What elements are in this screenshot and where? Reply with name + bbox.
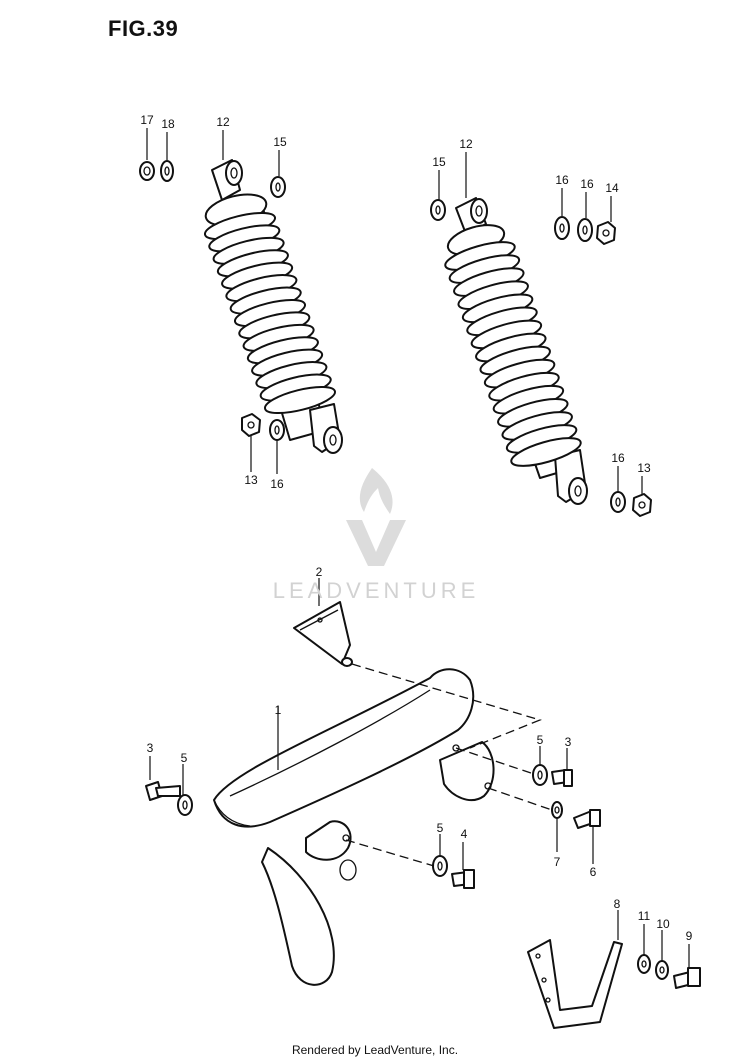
callout-10: 10 [656, 917, 670, 931]
washer-16-left[interactable] [269, 419, 285, 441]
bolt-3-left[interactable] [145, 781, 181, 801]
callout-9: 9 [686, 929, 693, 943]
callout-8: 8 [614, 897, 621, 911]
spring-coil [510, 437, 582, 467]
washer-18[interactable] [160, 160, 174, 182]
callout-12-left: 12 [216, 115, 230, 129]
callout-15-left: 15 [273, 135, 287, 149]
strap-8[interactable] [527, 939, 623, 1029]
leader-lines [146, 128, 690, 968]
washer-11[interactable] [637, 954, 651, 974]
callout-7: 7 [554, 855, 561, 869]
callout-6: 6 [590, 865, 597, 879]
washer-5-upper-right[interactable] [532, 764, 548, 786]
callout-3-right: 3 [565, 735, 572, 749]
watermark-text: LEADVENTURE [272, 578, 480, 603]
callout-1: 1 [275, 703, 282, 717]
bolt-9[interactable] [673, 967, 701, 989]
washer-15-left[interactable] [270, 176, 286, 198]
washer-5-lower[interactable] [432, 855, 448, 877]
callout-16-c: 16 [611, 451, 625, 465]
shock-spring-coils-left [203, 211, 337, 415]
figure-title: FIG.39 [108, 16, 179, 41]
washer-5-left[interactable] [177, 794, 193, 816]
nut-13-right[interactable] [632, 493, 652, 517]
callout-13-left: 13 [244, 473, 258, 487]
washer-16-a[interactable] [554, 216, 570, 240]
callout-labels: 17 18 12 15 13 16 15 12 16 16 14 16 13 2… [140, 113, 692, 943]
assembly-lines [345, 663, 553, 867]
washer-7[interactable] [551, 801, 563, 819]
bolt-3-right[interactable] [551, 769, 573, 787]
callout-16-left: 16 [270, 477, 284, 491]
bracket-2[interactable] [293, 601, 353, 667]
footer-credit: Rendered by LeadVenture, Inc. [291, 1043, 459, 1057]
callout-3-left: 3 [147, 741, 154, 755]
washer-10[interactable] [655, 960, 669, 980]
callout-12-right: 12 [459, 137, 473, 151]
callout-11: 11 [638, 909, 651, 923]
callout-5-left: 5 [181, 751, 188, 765]
callout-5-upper-right: 5 [537, 733, 544, 747]
callout-2: 2 [316, 565, 323, 579]
callout-15-right: 15 [432, 155, 446, 169]
spring-coil [263, 385, 337, 415]
callout-5-lower: 5 [437, 821, 444, 835]
shock-spring-coils-right [444, 241, 582, 467]
nut-17[interactable] [139, 161, 155, 181]
nut-14[interactable] [596, 221, 616, 245]
callout-16-b: 16 [580, 177, 594, 191]
bolt-4[interactable] [451, 869, 475, 889]
washer-15-right[interactable] [430, 199, 446, 221]
callout-16-a: 16 [555, 173, 569, 187]
chain-case-1[interactable] [213, 668, 495, 986]
bolt-6[interactable] [573, 809, 601, 829]
callout-13-right: 13 [637, 461, 651, 475]
callout-14: 14 [605, 181, 619, 195]
nut-13-left[interactable] [241, 413, 261, 437]
leadventure-watermark-logo [346, 468, 406, 566]
callout-17: 17 [140, 113, 154, 127]
washer-16-c[interactable] [610, 491, 626, 513]
callout-4: 4 [461, 827, 468, 841]
callout-18: 18 [161, 117, 175, 131]
washer-16-b[interactable] [577, 218, 593, 242]
